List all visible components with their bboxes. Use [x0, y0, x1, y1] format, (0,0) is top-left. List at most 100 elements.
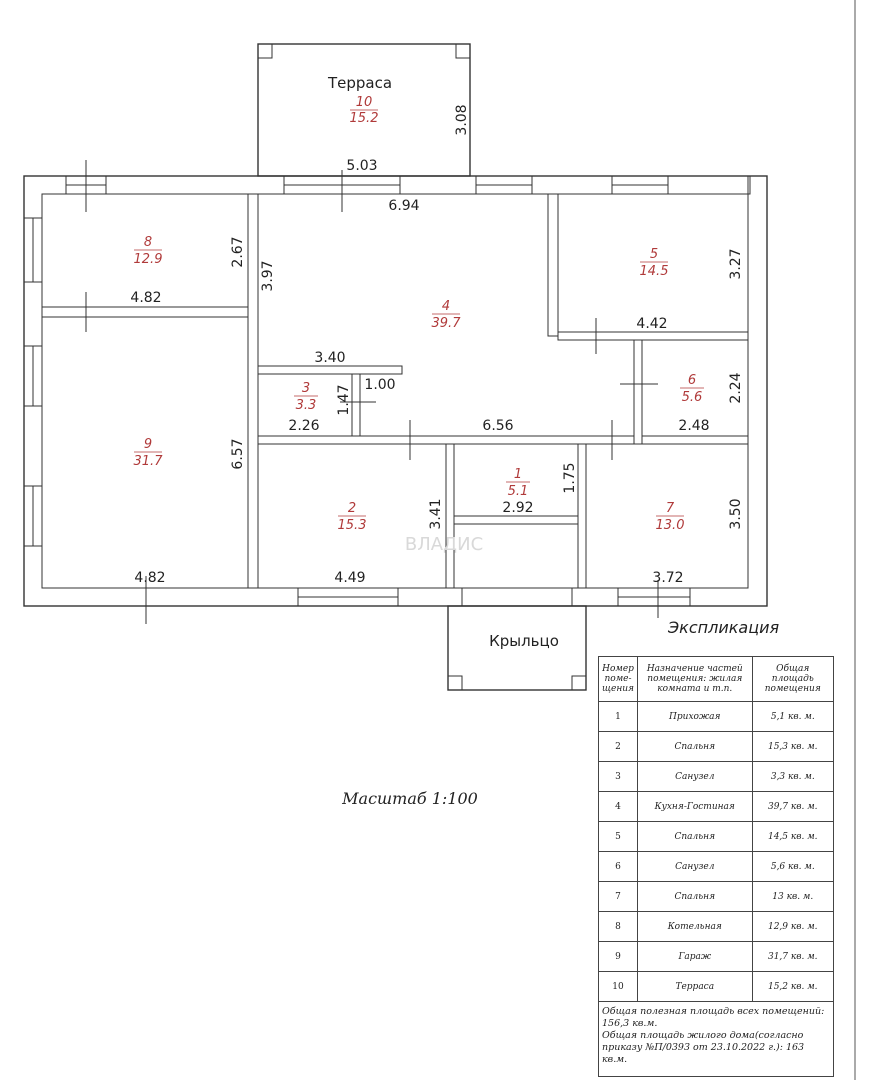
- dimension-label: 4.42: [636, 316, 667, 332]
- terrace-label: Терраса: [327, 74, 392, 92]
- dimension-label: 2.26: [288, 418, 319, 434]
- room-area: 15.2: [350, 111, 379, 126]
- room-6: 6 5.6: [680, 373, 704, 405]
- room-8: 8 12.9: [134, 235, 163, 267]
- row-area: 14,5 кв. м.: [751, 821, 835, 852]
- porch: [447, 588, 587, 691]
- room-3: 3 3.3: [294, 381, 318, 413]
- room-number: 9: [144, 437, 152, 452]
- room-4: 4 39.7: [432, 299, 462, 331]
- room-2: 2 15.3: [338, 501, 367, 533]
- row-number: 10: [597, 971, 639, 1002]
- room-area: 15.3: [338, 518, 367, 533]
- row-area: 3,3 кв. м.: [751, 761, 835, 792]
- row-number: 7: [597, 881, 639, 912]
- room-10: 10 15.2: [350, 95, 379, 126]
- dimension-label: 6.56: [482, 418, 513, 434]
- dimension-label: 4.49: [334, 570, 365, 586]
- room-number: 8: [144, 235, 152, 250]
- room-area: 13.0: [656, 518, 685, 533]
- row-area: 39,7 кв. м.: [751, 791, 835, 822]
- row-area: 12,9 кв. м.: [751, 911, 835, 942]
- dimension-label: 3.72: [652, 570, 683, 586]
- room-area: 39.7: [432, 316, 462, 331]
- row-area: 5,1 кв. м.: [751, 701, 835, 732]
- row-area: 15,3 кв. м.: [751, 731, 835, 762]
- room-area: 31.7: [134, 454, 164, 469]
- row-number: 8: [597, 911, 639, 942]
- dimension-label: 3.97: [260, 260, 276, 291]
- row-name: Кухня-Гостиная: [637, 791, 753, 822]
- row-name: Спальня: [637, 881, 753, 912]
- table-summary-row: Общая полезная площадь всех помещений: 1…: [598, 1001, 834, 1077]
- dimension-label: 1.00: [364, 377, 395, 393]
- row-name: Прихожая: [637, 701, 753, 732]
- row-number: 6: [597, 851, 639, 882]
- room-number: 2: [348, 501, 356, 516]
- col-header-purpose: Назначение частей помещения: жилая комна…: [637, 656, 753, 702]
- col-header-number: Номер поме-щения: [597, 656, 639, 702]
- dimension-label: 4.82: [130, 290, 161, 306]
- row-number: 1: [597, 701, 639, 732]
- axis-marks: [85, 160, 659, 624]
- room-area: 14.5: [640, 264, 669, 279]
- room-7: 7 13.0: [656, 501, 685, 533]
- row-area: 15,2 кв. м.: [751, 971, 835, 1002]
- porch-label: Крыльцо: [489, 632, 559, 650]
- explication-title: Экспликация: [668, 618, 780, 637]
- dimension-label: 2.92: [502, 500, 533, 516]
- table-header-row: Номер поме-щения Назначение частей помещ…: [597, 656, 835, 702]
- dimension-label: 1.47: [336, 384, 352, 415]
- summary-useful-area: Общая полезная площадь всех помещений: 1…: [602, 1006, 825, 1029]
- dimension-label: 6.94: [388, 198, 419, 214]
- summary-cell: Общая полезная площадь всех помещений: 1…: [598, 1001, 834, 1077]
- room-area: 5.1: [508, 484, 529, 499]
- room-5: 5 14.5: [640, 247, 669, 279]
- room-number: 5: [650, 247, 658, 262]
- row-number: 9: [597, 941, 639, 972]
- col-header-area: Общая площадь помещения: [751, 656, 835, 702]
- dimension-label: 3.27: [728, 248, 744, 279]
- row-name: Спальня: [637, 731, 753, 762]
- dimension-label: 2.24: [728, 372, 744, 403]
- dimension-label: 5.03: [346, 158, 377, 174]
- summary-total-area: Общая площадь жилого дома(согласно прика…: [602, 1030, 805, 1065]
- row-number: 5: [597, 821, 639, 852]
- dimension-label: 1.75: [562, 462, 578, 493]
- row-name: Санузел: [637, 761, 753, 792]
- row-number: 2: [597, 731, 639, 762]
- dimension-label: 2.48: [678, 418, 709, 434]
- row-number: 3: [597, 761, 639, 792]
- interior-walls: [41, 193, 749, 589]
- row-number: 4: [597, 791, 639, 822]
- room-number: 1: [514, 467, 522, 482]
- row-name: Терраса: [637, 971, 753, 1002]
- room-number: 4: [442, 299, 450, 314]
- dimension-label: 6.57: [230, 438, 246, 469]
- room-area: 5.6: [682, 390, 703, 405]
- row-name: Спальня: [637, 821, 753, 852]
- room-1: 1 5.1: [506, 467, 530, 499]
- dimension-label: 3.50: [728, 498, 744, 529]
- row-area: 31,7 кв. м.: [751, 941, 835, 972]
- dimension-label: 4.82: [134, 570, 165, 586]
- dimension-label: 3.41: [428, 498, 444, 529]
- room-area: 12.9: [134, 252, 163, 267]
- room-9: 9 31.7: [134, 437, 164, 469]
- dimension-label: 3.08: [454, 104, 470, 135]
- room-number: 3: [302, 381, 310, 396]
- row-name: Гараж: [637, 941, 753, 972]
- row-area: 5,6 кв. м.: [751, 851, 835, 882]
- dimension-label: 2.67: [230, 236, 246, 267]
- explication-table: Номер поме-щения Назначение частей помещ…: [597, 656, 835, 1077]
